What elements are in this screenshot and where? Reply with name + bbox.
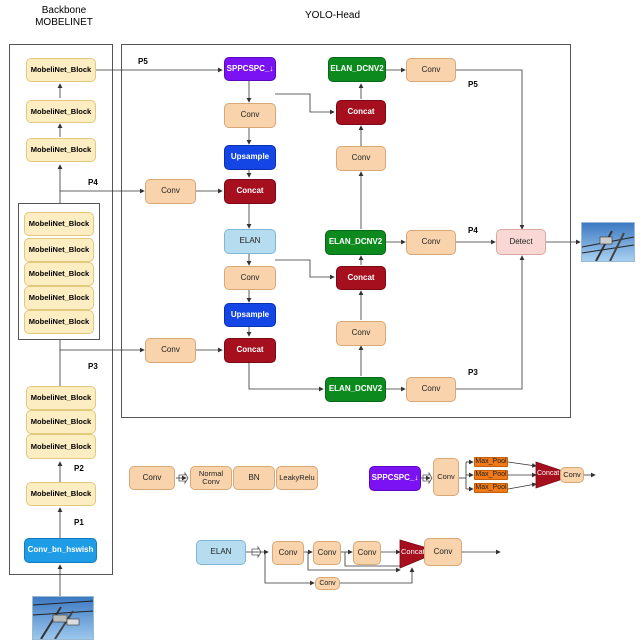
conv-block: Conv xyxy=(336,321,386,346)
output-image xyxy=(581,222,635,262)
backbone-group-frame xyxy=(18,203,100,340)
conv-block: Conv xyxy=(336,146,386,171)
conv-block: Conv xyxy=(145,338,196,363)
conv-bn-hswish-block: Conv_bn_hswish xyxy=(24,538,97,563)
upsample-block: Upsample xyxy=(224,145,276,170)
conv-block: Conv xyxy=(406,377,456,402)
elan-dcnv2-block: ELAN_DCNV2 xyxy=(325,377,386,402)
conv-block: Conv xyxy=(224,266,276,290)
legend-leakyrelu: LeakyRelu xyxy=(276,466,318,490)
elan-dcnv2-block: ELAN_DCNV2 xyxy=(325,230,386,255)
legend-elan: ELAN xyxy=(196,540,246,565)
legend-maxpool: Max_Pool xyxy=(474,483,508,493)
sppcspc-block: SPPCSPC_↓ xyxy=(224,57,276,81)
legend-maxpool: Max_Pool xyxy=(474,470,508,480)
mobelinet-block: MobeliNet_Block xyxy=(26,482,96,506)
mobelinet-block: MobeliNet_Block xyxy=(24,238,94,262)
legend-conv: Conv xyxy=(129,466,175,490)
conv-block: Conv xyxy=(406,58,456,82)
mobelinet-block: MobeliNet_Block xyxy=(24,262,94,286)
concat-block: Concat xyxy=(336,266,386,290)
backbone-title: Backbone MOBELINET xyxy=(35,5,93,28)
label-p4: P4 xyxy=(88,178,98,187)
legend-elan-conv: Conv xyxy=(353,541,381,565)
legend-bn: BN xyxy=(233,466,275,490)
legend-maxpool: Max_Pool xyxy=(474,457,508,467)
legend-normal-conv: Normal Conv xyxy=(190,466,232,490)
power-line-photo-icon xyxy=(582,223,634,261)
concat-block: Concat xyxy=(224,179,276,204)
elan-dcnv2-block: ELAN_DCNV2 xyxy=(328,57,386,82)
concat-block: Concat xyxy=(336,100,386,125)
label-p5-right: P5 xyxy=(468,80,478,89)
mobelinet-block: MobeliNet_Block xyxy=(26,138,96,162)
label-p4-right: P4 xyxy=(468,226,478,235)
mobelinet-block: MobeliNet_Block xyxy=(26,386,96,410)
legend-elan-conv: Conv xyxy=(313,541,341,565)
backbone-frame xyxy=(9,44,113,575)
power-line-photo-icon xyxy=(33,597,93,639)
mobelinet-block-p5: MobeliNet_Block xyxy=(26,58,96,82)
concat-block: Concat xyxy=(224,338,276,363)
label-p1: P1 xyxy=(74,518,84,527)
legend-arrow xyxy=(178,471,433,559)
legend-elan-conv: Conv xyxy=(315,577,340,590)
legend-elan-concat-label: Concat xyxy=(401,547,425,556)
legend-spp-conv-out: Conv xyxy=(560,467,584,483)
head-title: YOLO-Head xyxy=(305,10,361,21)
mobelinet-block: MobeliNet_Block xyxy=(24,310,94,334)
label-p3-right: P3 xyxy=(468,368,478,377)
mobelinet-block: MobeliNet_Block xyxy=(26,100,96,123)
conv-block: Conv xyxy=(224,103,276,128)
legend-elan-conv: Conv xyxy=(272,541,304,565)
upsample-block: Upsample xyxy=(224,303,276,327)
mobelinet-block: MobeliNet_Block xyxy=(24,212,94,236)
input-image xyxy=(32,596,94,640)
head-frame xyxy=(121,44,571,418)
conv-block: Conv xyxy=(406,230,456,255)
detect-block: Detect xyxy=(496,229,546,255)
label-p3: P3 xyxy=(88,362,98,371)
mobelinet-block: MobeliNet_Block xyxy=(24,286,94,310)
legend-sppcspc: SPPCSPC_↓ xyxy=(369,466,421,491)
legend-elan-conv-out: Conv xyxy=(424,538,462,566)
elan-block: ELAN xyxy=(224,229,276,254)
label-p5: P5 xyxy=(138,57,148,66)
conv-block: Conv xyxy=(145,179,196,204)
label-p2: P2 xyxy=(74,464,84,473)
legend-spp-concat-label: Concat xyxy=(537,470,560,477)
mobelinet-block: MobeliNet_Block xyxy=(26,410,96,434)
legend-spp-conv-in: Conv xyxy=(433,458,459,496)
mobelinet-block: MobeliNet_Block xyxy=(26,434,96,459)
